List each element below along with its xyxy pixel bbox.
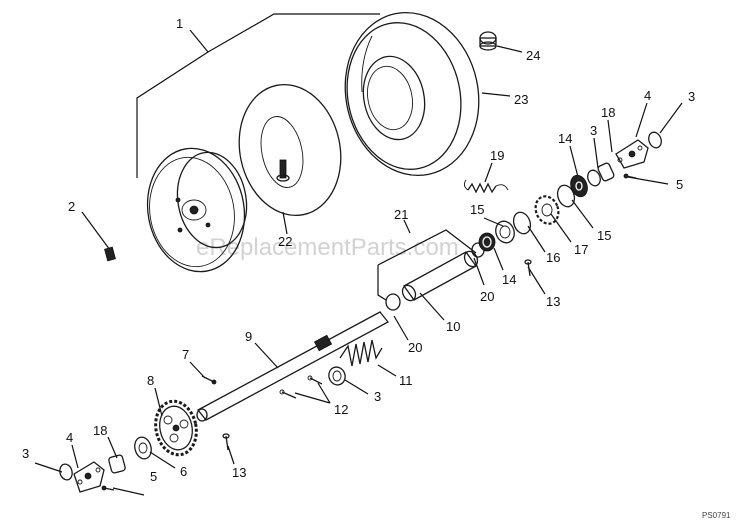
small-gear xyxy=(534,195,560,225)
spring xyxy=(463,179,509,194)
label-7: 7 xyxy=(182,347,189,362)
key xyxy=(201,375,217,385)
label-5-bottom: 5 xyxy=(150,469,157,484)
callout-labels: 1 2 3 3 3 3 4 4 5 5 6 7 8 9 10 11 12 13 … xyxy=(22,16,695,484)
label-23: 23 xyxy=(514,92,528,107)
label-4-bottom: 4 xyxy=(66,430,73,445)
washer-3b xyxy=(648,131,662,149)
label-5-top: 5 xyxy=(676,177,683,192)
compression-spring xyxy=(339,339,383,367)
valve-stem xyxy=(104,246,116,262)
label-15-left: 15 xyxy=(470,202,484,217)
washer-3a xyxy=(587,169,601,187)
watermark: eReplacementParts.com xyxy=(196,234,459,261)
screw-5b xyxy=(101,485,115,491)
washer-15a xyxy=(495,220,515,244)
label-17: 17 xyxy=(574,242,588,257)
wheel-rim xyxy=(146,147,248,273)
label-15-right: 15 xyxy=(597,228,611,243)
screw-5a xyxy=(623,173,637,179)
ring-16 xyxy=(512,211,532,235)
label-16: 16 xyxy=(546,250,560,265)
label-21: 21 xyxy=(394,207,408,222)
washer-6 xyxy=(134,436,152,460)
pin-13a xyxy=(524,259,532,277)
label-3-top: 3 xyxy=(688,89,695,104)
label-3-topmid: 3 xyxy=(590,123,597,138)
label-6: 6 xyxy=(180,464,187,479)
drawing-code: PS0791 xyxy=(702,511,731,520)
label-20-right: 20 xyxy=(480,289,494,304)
label-18-bottom: 18 xyxy=(93,423,107,438)
pin-13b xyxy=(222,433,230,451)
label-3-mid: 3 xyxy=(374,389,381,404)
label-1: 1 xyxy=(176,16,183,31)
axle-shaft xyxy=(196,311,389,422)
label-18-top: 18 xyxy=(601,105,615,120)
leader-lines xyxy=(34,13,683,496)
label-14-top: 14 xyxy=(558,131,572,146)
bushing-18b xyxy=(108,454,126,474)
label-22: 22 xyxy=(278,234,292,249)
hub-bracket-top xyxy=(615,139,649,169)
label-2: 2 xyxy=(68,199,75,214)
large-gear xyxy=(154,399,198,457)
tire xyxy=(344,11,480,177)
label-8: 8 xyxy=(147,373,154,388)
roll-pins xyxy=(279,375,323,399)
label-19: 19 xyxy=(490,148,504,163)
label-24: 24 xyxy=(526,48,540,63)
drive-gear xyxy=(570,174,588,198)
washer-3c xyxy=(328,366,346,386)
label-12: 12 xyxy=(334,402,348,417)
label-20-left: 20 xyxy=(408,340,422,355)
washer-3d xyxy=(59,463,73,481)
label-10: 10 xyxy=(446,319,460,334)
label-13-right: 13 xyxy=(546,294,560,309)
label-14-mid: 14 xyxy=(502,272,516,287)
label-3-bottom: 3 xyxy=(22,446,29,461)
washer-15b xyxy=(556,184,576,208)
label-13-bottom: 13 xyxy=(232,465,246,480)
label-11: 11 xyxy=(399,373,413,388)
valve-cap xyxy=(479,31,497,51)
bushing-18a xyxy=(597,162,615,182)
label-4-top: 4 xyxy=(644,88,651,103)
hub-bracket-bottom xyxy=(73,461,105,493)
label-9: 9 xyxy=(245,329,252,344)
bearing xyxy=(478,232,496,252)
bushing-left xyxy=(385,293,401,311)
inner-tube xyxy=(238,83,342,217)
